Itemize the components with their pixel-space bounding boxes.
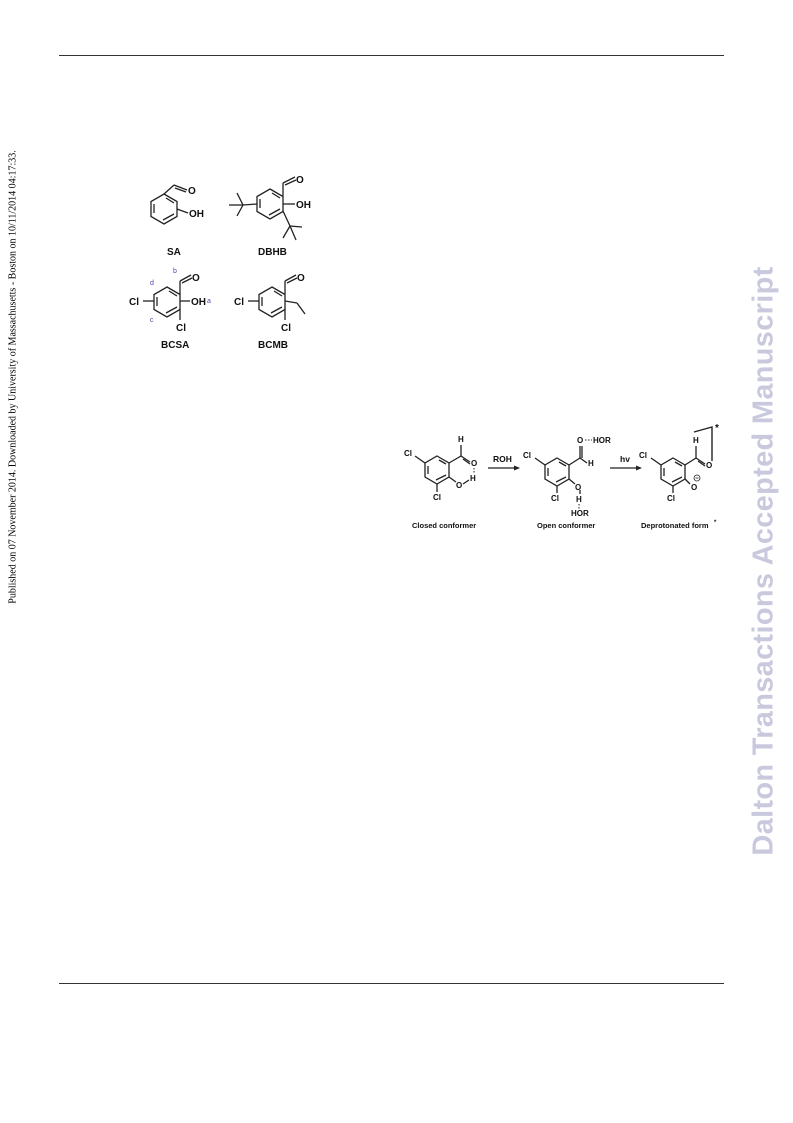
depro-star: * [715, 423, 719, 434]
bcsa-label-d: d [150, 280, 154, 287]
closed-o2: O [456, 481, 462, 490]
depro-caption: Deprotonated form [641, 521, 709, 530]
depro-caption-sup: * [714, 520, 717, 526]
closed-cl-bottom: Cl [433, 493, 441, 502]
sa-name: SA [167, 247, 181, 258]
bcsa-label-a: a [207, 298, 211, 305]
depro-h-top: H [693, 436, 699, 445]
bcsa-oh: OH [191, 297, 206, 308]
header-rule [59, 55, 724, 56]
open-cl-bottom: Cl [551, 494, 559, 503]
bcsa-o: O [192, 273, 200, 284]
deprotonated-form: Cl Cl H O O * Deprotonated form * [639, 423, 719, 530]
closed-h-bond: H [470, 474, 476, 483]
dbhb-o: O [296, 175, 304, 186]
open-cl-top: Cl [523, 451, 531, 460]
arrow-roh: ROH [488, 454, 520, 471]
depro-o-ald: O [706, 461, 712, 470]
bcsa-label-c: c [150, 317, 154, 324]
dbhb-name: DBHB [258, 247, 287, 258]
bcmb-name: BCMB [258, 340, 288, 351]
open-o-hor: O [577, 436, 583, 445]
open-h-low: H [576, 495, 582, 504]
bcmb-o: O [297, 273, 305, 284]
footer-rule [59, 983, 724, 984]
dbhb-oh: OH [296, 200, 311, 211]
closed-h-top: H [458, 435, 464, 444]
bcmb-cl-left: Cl [234, 297, 244, 308]
depro-o-minus: O [691, 483, 697, 492]
bcsa-cl-left: Cl [129, 297, 139, 308]
bcsa-cl-bottom: Cl [176, 323, 186, 334]
depro-cl-bottom: Cl [667, 494, 675, 503]
open-conformer: Cl Cl O HOR H O H HOR Open conformer [523, 436, 611, 530]
open-o-low: O [575, 483, 581, 492]
closed-caption: Closed conformer [412, 521, 476, 530]
closed-cl-top: Cl [404, 449, 412, 458]
open-hor-top: HOR [593, 436, 611, 445]
compound-bcsa: O OH Cl Cl a b c d BCSA [129, 268, 211, 351]
compound-dbhb: O OH DBHB [229, 175, 311, 258]
sa-oh: OH [189, 209, 204, 220]
bcsa-label-b: b [173, 268, 177, 275]
closed-conformer: Cl Cl H O O H Closed conformer [404, 435, 477, 530]
open-hor-bottom: HOR [571, 509, 589, 518]
arrow1-label: ROH [493, 454, 512, 464]
arrow2-label: hv [620, 454, 630, 464]
sa-o: O [188, 186, 196, 197]
open-h-ald: H [588, 459, 594, 468]
compound-sa: O OH SA [150, 184, 204, 258]
arrow-hv: hv [610, 454, 642, 471]
depro-cl-top: Cl [639, 451, 647, 460]
bcmb-cl-bottom: Cl [281, 323, 291, 334]
closed-o1: O [471, 459, 477, 468]
compound-bcmb: O Cl Cl BCMB [234, 273, 306, 351]
bcsa-name: BCSA [161, 340, 189, 351]
open-caption: Open conformer [537, 521, 595, 530]
